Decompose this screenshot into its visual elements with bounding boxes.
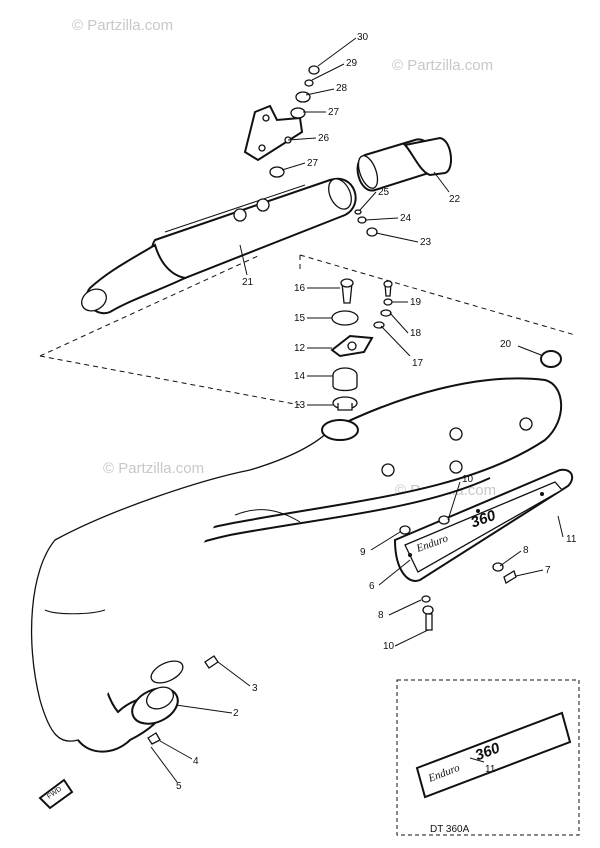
callout-28: 28 <box>336 83 348 94</box>
exhaust-pipe <box>30 377 563 753</box>
callout-18: 18 <box>410 328 422 339</box>
watermark-top-right: © Partzilla.com <box>392 57 493 74</box>
callout-5: 5 <box>176 781 182 792</box>
callout-3: 3 <box>252 683 258 694</box>
callout-21: 21 <box>242 277 254 288</box>
mounting-hardware <box>321 278 393 441</box>
assembly-guide-line <box>39 355 301 406</box>
callout-15: 15 <box>294 313 306 324</box>
heat-guard <box>393 468 574 582</box>
callout-4: 4 <box>193 756 199 767</box>
callout-13: 13 <box>294 400 306 411</box>
direction-arrow-icon: FWD <box>38 778 74 810</box>
silencer-bracket <box>243 104 304 162</box>
callout-19: 19 <box>410 297 422 308</box>
tail-pipe <box>356 136 452 192</box>
callout-7: 7 <box>545 565 551 576</box>
leader-lines <box>150 37 564 783</box>
callout-11-guard: 11 <box>566 534 577 545</box>
callout-labels: 30 29 28 27 26 27 25 24 23 22 21 16 15 1… <box>176 32 577 792</box>
watermark-top-left: © Partzilla.com <box>72 17 173 34</box>
callout-8-lower: 8 <box>378 610 384 621</box>
assembly-guide-line <box>39 254 261 357</box>
callout-12: 12 <box>294 343 306 354</box>
gasket-ring <box>540 350 562 368</box>
callout-25: 25 <box>378 187 390 198</box>
exhaust-flange <box>131 655 219 745</box>
callout-26: 26 <box>318 133 330 144</box>
callout-2: 2 <box>233 708 239 719</box>
silencer <box>81 177 357 315</box>
callout-20: 20 <box>500 339 512 350</box>
watermark-middle-left: © Partzilla.com <box>103 460 204 477</box>
callout-30: 30 <box>357 32 369 43</box>
callout-14: 14 <box>294 371 306 382</box>
callout-10-guard: 10 <box>462 474 474 485</box>
optional-emblem-box <box>396 679 580 836</box>
callout-24: 24 <box>400 213 412 224</box>
callout-27-top: 27 <box>328 107 340 118</box>
callout-29: 29 <box>346 58 358 69</box>
callout-17: 17 <box>412 358 424 369</box>
callout-11-decal: 11 <box>485 764 496 775</box>
callout-27-bottom: 27 <box>307 158 319 169</box>
emblem-decal: Enduro 360 <box>415 711 572 799</box>
callout-16: 16 <box>294 283 306 294</box>
callout-6: 6 <box>369 581 375 592</box>
callout-8-right: 8 <box>523 545 529 556</box>
model-code-label: DT 360A <box>430 824 470 835</box>
callout-9: 9 <box>360 547 366 558</box>
assembly-guide-line <box>299 254 576 336</box>
callout-22: 22 <box>449 194 461 205</box>
callout-23: 23 <box>420 237 432 248</box>
guard-screws <box>399 515 517 631</box>
callout-10-lower: 10 <box>383 641 395 652</box>
